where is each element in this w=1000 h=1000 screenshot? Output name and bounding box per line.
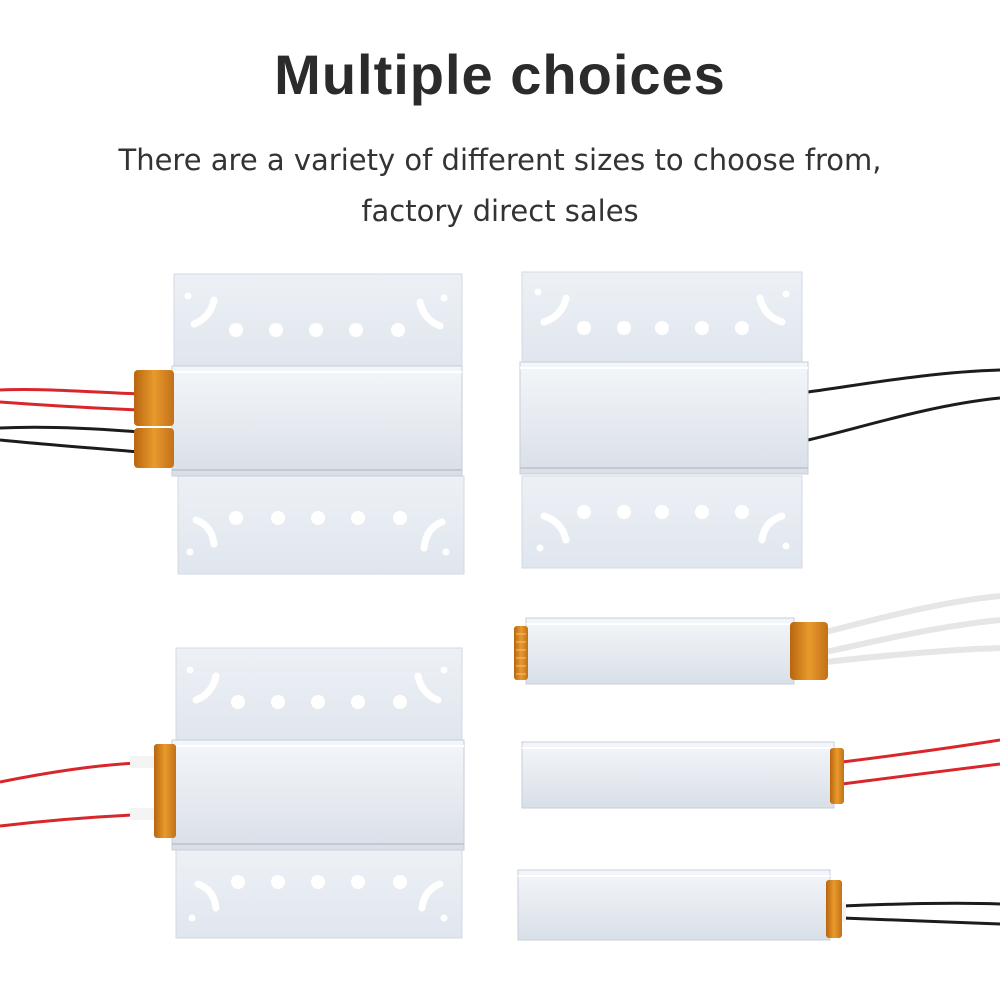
wire-bundle [841, 738, 1000, 786]
wire-bundle [0, 387, 141, 454]
kapton-terminal [134, 370, 174, 426]
wire-bundle [825, 593, 1000, 665]
subtitle-line-1: There are a variety of different sizes t… [118, 143, 882, 177]
kapton-terminal [154, 744, 176, 838]
wire-bundle [807, 368, 1000, 442]
subtitle-line-2: factory direct sales [361, 194, 639, 228]
kapton-terminal [790, 622, 828, 680]
strip-heater-white-wire [514, 593, 1000, 685]
large-heater-2-wire [519, 271, 1000, 569]
page-title: Multiple choices [274, 43, 726, 106]
strip-heater-red-wire [521, 738, 1000, 809]
strip-heater-black-wire [517, 869, 1000, 941]
kapton-terminal [134, 428, 174, 468]
kapton-terminal [826, 880, 842, 938]
kapton-terminal [830, 748, 844, 804]
large-heater-4-wire [0, 273, 465, 575]
large-heater-red-wire [0, 647, 465, 939]
wire-bundle [841, 901, 1000, 926]
